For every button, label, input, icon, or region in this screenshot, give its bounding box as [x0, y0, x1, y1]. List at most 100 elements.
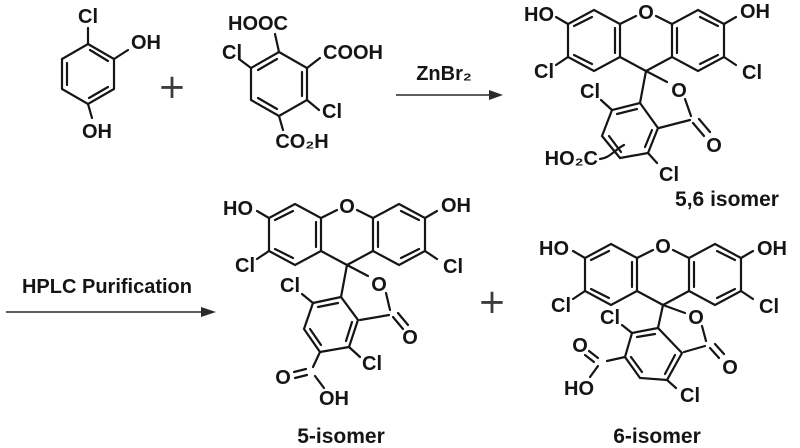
plus-icon: +	[158, 67, 187, 107]
oh-label: OH	[82, 121, 112, 143]
double-bond	[589, 249, 611, 262]
double-bond	[715, 249, 737, 262]
carbonyl	[583, 353, 596, 364]
bond	[644, 55, 674, 73]
oh-label: OH	[757, 238, 787, 260]
o-carbonyl-label: O	[706, 135, 722, 157]
reactant-triacid: HOOC Cl COOH Cl CO₂H	[222, 13, 383, 153]
carbonyl	[708, 346, 721, 360]
carbonyl	[691, 121, 706, 138]
product-5-isomer: HO O OH Cl Cl Cl O O O OH Cl 5-isomer	[223, 195, 471, 448]
xanthene-right-ring	[371, 202, 427, 267]
oh-label: OH	[441, 195, 471, 217]
bond-cl	[739, 289, 755, 301]
cl-label: Cl	[322, 101, 342, 123]
phenyl-ring	[623, 326, 684, 382]
bond-cl	[300, 292, 315, 305]
plus-icon: +	[478, 282, 507, 322]
double-bond	[698, 53, 720, 66]
double-bond	[399, 247, 421, 260]
bond-oh	[739, 249, 755, 260]
carbonyl	[587, 349, 600, 360]
double-bond	[308, 327, 323, 347]
cl-label: Cl	[551, 295, 571, 317]
bond-c-ring	[358, 313, 391, 322]
o-lactone-label: O	[671, 80, 687, 102]
bond-cl	[620, 323, 634, 335]
bond-c-oh	[313, 374, 326, 390]
double-bond	[316, 301, 340, 309]
double-bond	[88, 48, 110, 63]
bond-spiro-o	[345, 263, 370, 278]
acid-oh-label: OH	[319, 388, 349, 410]
bond-spiro-phenyl	[339, 263, 349, 299]
product-56-isomer: HO O OH Cl Cl Cl O O HO₂C Cl 5,6 isomer	[524, 1, 779, 211]
arrow-head	[201, 307, 216, 317]
benzene-ring	[249, 50, 309, 118]
benzene-ring	[60, 42, 116, 106]
xanthene-left-ring	[583, 242, 639, 307]
cl-label: Cl	[742, 62, 762, 84]
bond-cl-right	[305, 98, 321, 112]
hplc-arrow: HPLC Purification	[6, 276, 216, 317]
double-bond	[273, 247, 295, 260]
carbonyl	[697, 117, 712, 134]
o-carbonyl-label: O	[402, 327, 418, 349]
bond-cl-left	[237, 57, 253, 70]
bond-cl	[571, 289, 587, 301]
bond-cl	[423, 249, 439, 261]
cl-label: Cl	[443, 256, 463, 278]
bond-hooc	[273, 32, 281, 54]
bond-o-c	[384, 291, 392, 312]
oh-label: OH	[740, 1, 770, 23]
cl-label: Cl	[222, 42, 242, 64]
double-bond	[256, 57, 279, 72]
double-bond	[629, 355, 644, 374]
o-carbonyl-label: O	[722, 357, 738, 379]
bond	[345, 249, 375, 267]
co2h-label: CO₂H	[275, 131, 328, 153]
double-bond	[615, 107, 639, 116]
acid-o-label: O	[572, 335, 588, 357]
double-bond	[256, 96, 279, 111]
cooh-label: COOH	[323, 42, 383, 64]
bond-oh	[722, 15, 738, 26]
isomer-caption: 5,6 isomer	[675, 188, 779, 211]
acid-ho-label: HO	[564, 378, 594, 400]
bond-spiro-phenyl	[638, 69, 648, 105]
bond-ring-acid	[605, 355, 627, 363]
ho-label: HO	[539, 238, 569, 260]
bond-o-c	[700, 324, 708, 343]
cl-label: Cl	[280, 275, 300, 297]
bond-c-ring	[682, 344, 707, 354]
bond-co2h	[277, 114, 285, 132]
ho2c-label: HO₂C	[545, 148, 598, 170]
cl-label: Cl	[78, 6, 98, 28]
o-lactone-label: O	[688, 307, 704, 329]
bond-cl	[554, 55, 570, 67]
bond-o	[355, 208, 375, 220]
cl-label: Cl	[362, 353, 382, 375]
bond-cl	[599, 98, 614, 112]
bond-oh	[423, 209, 439, 220]
double-bond	[635, 332, 657, 339]
carbonyl	[713, 342, 726, 356]
o-xanthene-label: O	[339, 196, 355, 218]
xanthene-left-ring	[267, 202, 323, 267]
bond	[319, 249, 349, 267]
bond-c-oh	[588, 364, 600, 379]
carbonyl	[391, 315, 405, 331]
ho-label: HO	[223, 198, 253, 220]
bond-cl	[665, 378, 678, 390]
oh-label: OH	[131, 32, 161, 54]
reaction-arrow-znbr2: ZnBr₂	[396, 63, 503, 100]
bond-ho	[571, 249, 587, 260]
double-bond	[663, 353, 677, 376]
bond-spiro-o	[661, 303, 687, 315]
carbonyl	[396, 311, 410, 327]
xanthene-right-ring	[687, 242, 743, 307]
bond-cl	[722, 55, 738, 67]
double-bond	[572, 15, 594, 28]
bond-cooh	[305, 56, 322, 70]
